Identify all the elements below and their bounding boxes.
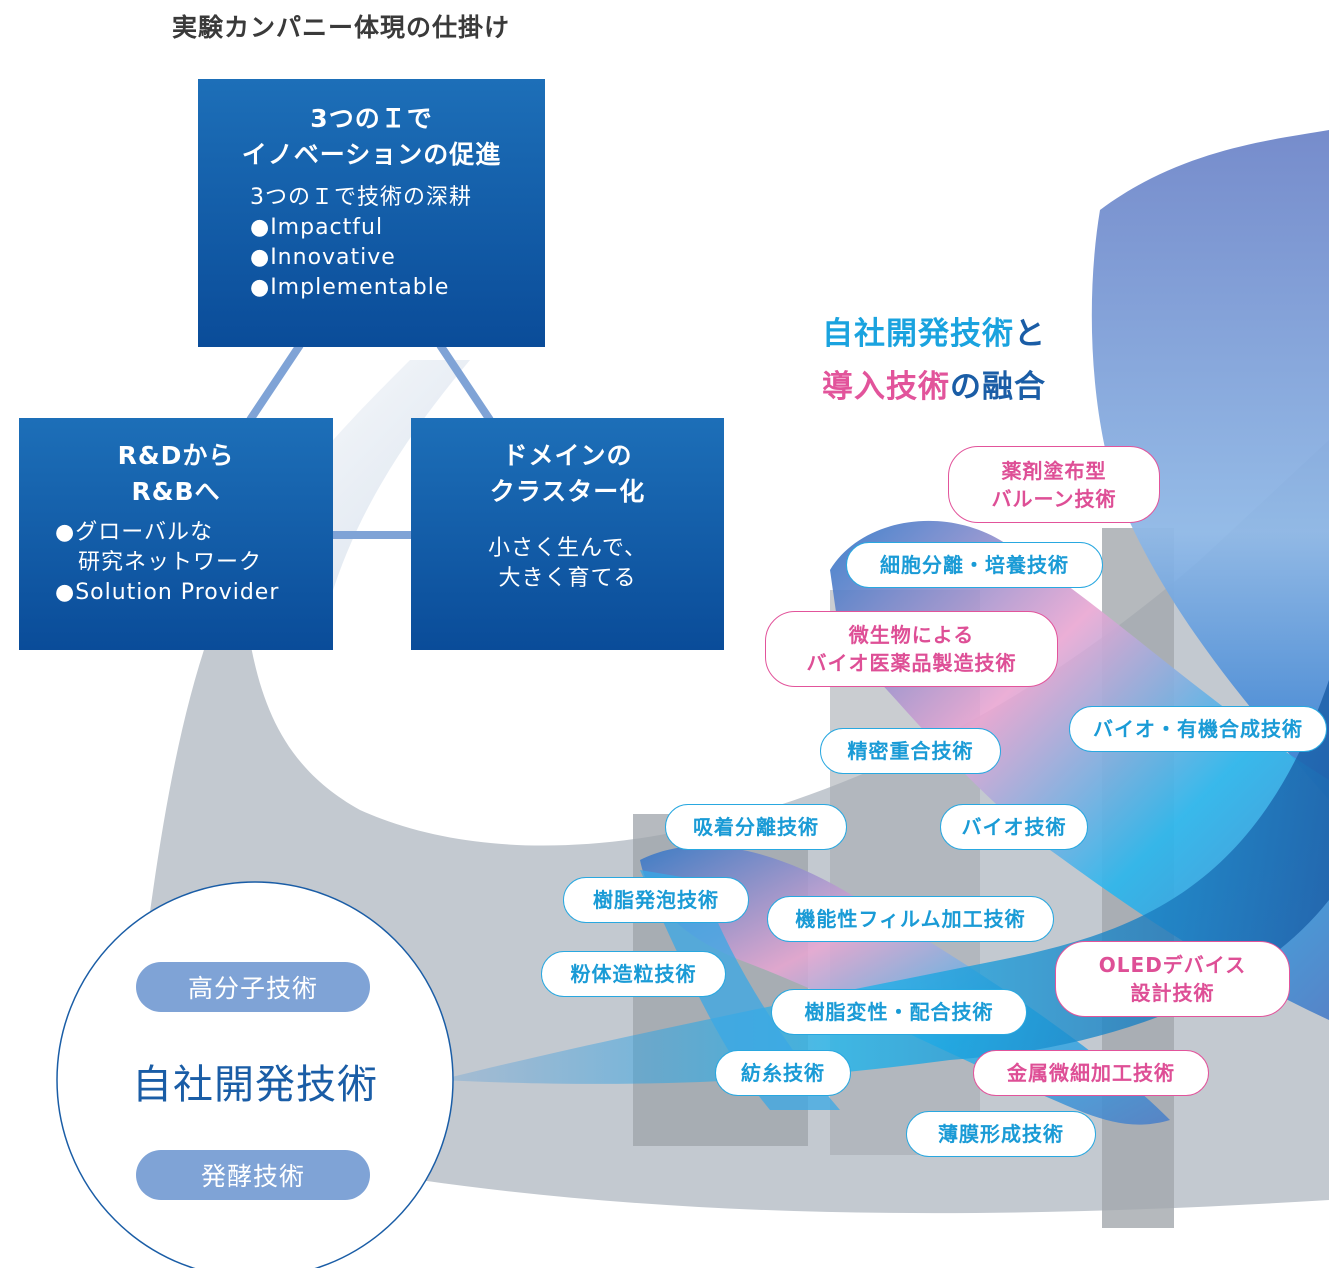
bullet-global-2: 研究ネットワーク — [55, 550, 263, 575]
tech-pill-bio: バイオ技術 — [940, 804, 1088, 850]
box-rd-to-rb: R&Dから R&Bへ ●グローバルな 研究ネットワーク ●Solution Pr… — [19, 418, 333, 650]
bullet-solution: ●Solution Provider — [55, 580, 280, 605]
tech-pill-precision: 精密重合技術 — [820, 728, 1001, 774]
box-three-i: 3つのＩで イノベーションの促進 3つのＩで技術の深耕 ●Impactful ●… — [198, 79, 545, 347]
box-rd-title-2: R&Bへ — [131, 477, 221, 506]
box-three-i-sub: 3つのＩで技術の深耕 — [250, 185, 472, 210]
circle-pill-polymer: 高分子技術 — [136, 962, 370, 1012]
box-rd-title-1: R&Dから — [117, 441, 235, 470]
fusion-heading: 自社開発技術と 導入技術の融合 — [822, 308, 1046, 414]
fusion-and: と — [1014, 316, 1046, 352]
domain-line-2: 大きく育てる — [498, 566, 637, 591]
bullet-implementable: ●Implementable — [250, 275, 450, 300]
bullet-impactful: ●Impactful — [250, 215, 384, 240]
circle-title: 自社開発技術 — [132, 1062, 378, 1108]
box-domain-title-1: ドメインの — [502, 441, 633, 470]
tech-pill-bio-organic: バイオ・有機合成技術 — [1069, 706, 1327, 752]
tech-pill-oled: OLEDデバイス 設計技術 — [1055, 941, 1290, 1017]
box-domain-cluster: ドメインの クラスター化 小さく生んで、 大きく育てる — [411, 418, 724, 650]
tech-pill-powder: 粉体造粒技術 — [541, 951, 726, 997]
tech-pill-adsorption: 吸着分離技術 — [665, 804, 847, 850]
tech-pill-foam: 樹脂発泡技術 — [563, 877, 749, 923]
tech-pill-metal: 金属微細加工技術 — [973, 1050, 1209, 1096]
box-three-i-title-1: 3つのＩで — [310, 104, 433, 133]
fusion-merge: の融合 — [950, 369, 1046, 405]
tech-pill-spinning: 紡糸技術 — [715, 1050, 851, 1096]
tech-pill-balloon: 薬剤塗布型 バルーン技術 — [948, 446, 1160, 523]
box-three-i-title-2: イノベーションの促進 — [241, 140, 502, 169]
box-domain-title-2: クラスター化 — [489, 477, 646, 506]
tech-pill-microbe: 微生物による バイオ医薬品製造技術 — [765, 611, 1058, 687]
tech-pill-thinfilm: 薄膜形成技術 — [906, 1111, 1096, 1157]
page-title: 実験カンパニー体現の仕掛け — [172, 13, 511, 42]
circle-pill-fermentation: 発酵技術 — [136, 1150, 370, 1200]
fusion-introduced-tech: 導入技術 — [822, 369, 950, 405]
tech-pill-resin: 樹脂変性・配合技術 — [771, 989, 1027, 1035]
bullet-innovative: ●Innovative — [250, 245, 396, 270]
fusion-own-tech: 自社開発技術 — [822, 316, 1014, 352]
bullet-global-1: ●グローバルな — [55, 520, 213, 545]
tech-pill-film: 機能性フィルム加工技術 — [767, 896, 1054, 942]
tech-pill-cell: 細胞分離・培養技術 — [846, 542, 1103, 588]
domain-line-1: 小さく生んで、 — [487, 536, 648, 561]
